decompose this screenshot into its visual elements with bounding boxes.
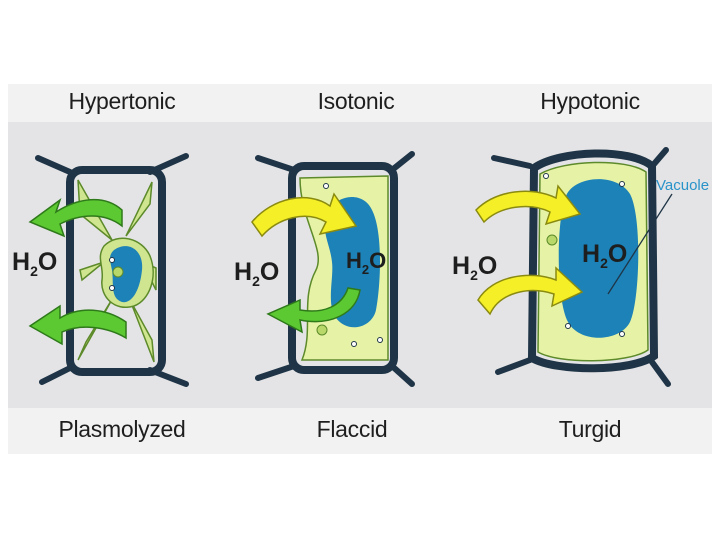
organelle [619, 181, 625, 187]
organelle [112, 266, 124, 278]
neighbor-wall [255, 151, 415, 387]
organelle [109, 285, 115, 291]
water-out-arrow [28, 304, 127, 346]
cell-wall [288, 162, 398, 374]
organelle [619, 331, 625, 337]
organelle [377, 337, 383, 343]
label-flaccid: Flaccid [316, 416, 388, 442]
footer-band [8, 408, 712, 454]
organelle [316, 324, 328, 336]
organelle [109, 257, 115, 263]
header-band [8, 84, 712, 122]
water-in-arrow [251, 192, 358, 238]
water-out-arrow [28, 198, 123, 238]
plasmolyzed-cell [28, 153, 189, 387]
neighbor-wall [491, 147, 671, 387]
h2o-label: H2O [582, 240, 627, 271]
label-hypotonic: Hypotonic [540, 88, 640, 114]
vacuole-pointer [607, 193, 673, 295]
h2o-label: H2O [234, 258, 279, 289]
water-out-arrow [266, 287, 361, 334]
label-hypertonic: Hypertonic [68, 88, 176, 114]
flaccid-cell [251, 151, 415, 387]
turgid-cell [475, 147, 673, 387]
vacuole-label: Vacuole [656, 177, 709, 194]
organelle [543, 173, 549, 179]
label-plasmolyzed: Plasmolyzed [58, 416, 186, 442]
water-in-arrow [475, 184, 582, 226]
label-isotonic: Isotonic [317, 88, 395, 114]
neighbor-wall [35, 153, 189, 387]
water-labels: H2O H2O H2O H2O H2O [12, 240, 627, 289]
label-turgid: Turgid [558, 416, 622, 442]
organelle [546, 234, 558, 246]
organelle [323, 183, 329, 189]
organelle [565, 323, 571, 329]
cell-wall [66, 166, 166, 376]
h2o-label: H2O [12, 248, 57, 279]
organelle [351, 341, 357, 347]
h2o-label: H2O [346, 248, 386, 277]
h2o-label: H2O [452, 252, 497, 283]
water-in-arrow [477, 266, 584, 316]
vacuole [558, 179, 639, 338]
vacuole [110, 246, 143, 303]
cell-wall [527, 149, 659, 373]
